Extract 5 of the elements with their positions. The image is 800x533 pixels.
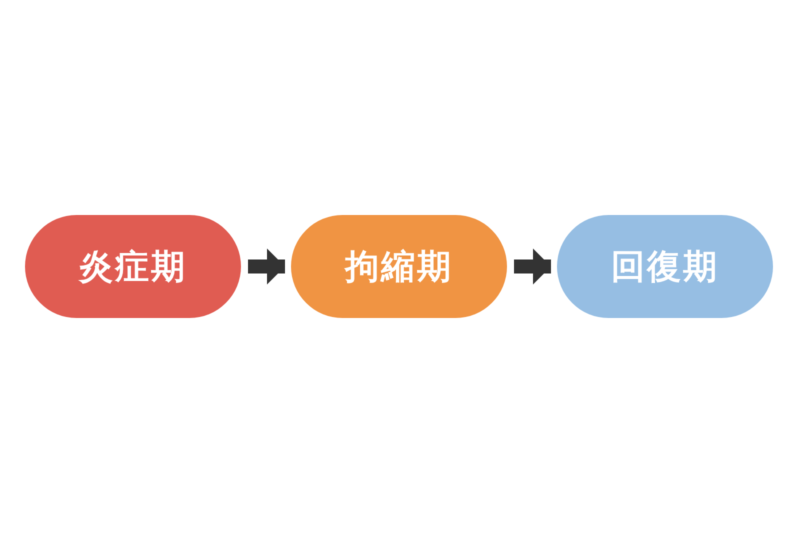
stage-label: 回復期	[611, 250, 719, 284]
stage-label: 拘縮期	[345, 250, 453, 284]
arrow	[514, 248, 551, 284]
arrow	[248, 248, 285, 284]
stage-label: 炎症期	[79, 250, 187, 284]
